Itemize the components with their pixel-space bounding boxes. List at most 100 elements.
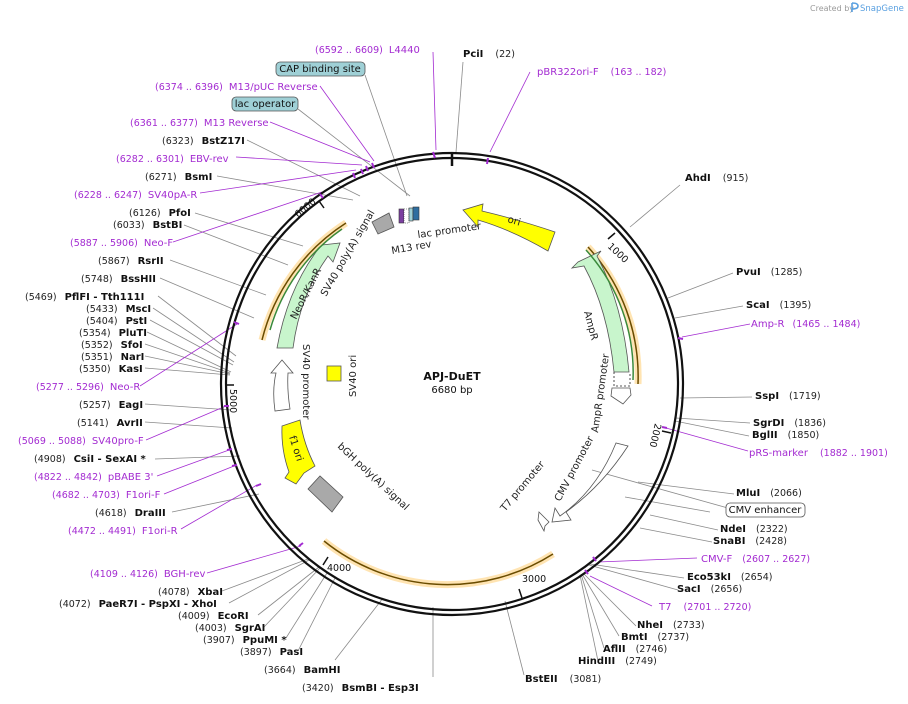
credit-text: Created by <box>810 4 854 13</box>
enzyme-label-23: (4072)PaeR7I - PspXI - XhoI <box>59 599 217 610</box>
enzyme-label-17: (3420)BsmBI - Esp3I <box>302 683 419 694</box>
enzyme-pos: (6033) <box>113 220 145 231</box>
primer-pos: (5887 .. 5906) <box>70 238 138 249</box>
primer-pos: (1465 .. 1484) <box>793 319 861 330</box>
cmv-enhancer-box[interactable]: CMV enhancer <box>725 502 806 518</box>
leader-line-36 <box>157 295 237 357</box>
leader-line-29 <box>144 403 232 411</box>
enzyme-pos: (2733) <box>673 620 705 631</box>
leader-line-35 <box>152 307 235 363</box>
leader-line-43 <box>364 74 408 197</box>
sv40-promoter-feature[interactable] <box>270 359 294 412</box>
t7-promoter-label: T7 promoter <box>498 459 548 515</box>
enzyme-label-32: (5354)PluTI <box>79 328 147 339</box>
enzyme-name: BsmI <box>185 172 213 183</box>
lac-promoter-feature[interactable] <box>412 206 420 221</box>
enzyme-name: CsiI - SexAI * <box>74 454 147 465</box>
leader-line-39 <box>183 224 289 266</box>
leader-line-54 <box>145 405 227 441</box>
primer-name: EBV-rev <box>190 154 229 165</box>
leader-line-50 <box>235 156 363 166</box>
leader-line-57 <box>180 484 258 530</box>
enzyme-pos: (5469) <box>25 292 57 303</box>
lac-promoter-label: lac promoter <box>417 221 483 241</box>
enzyme-pos: (1395) <box>780 300 812 311</box>
leader-line-13 <box>582 572 637 627</box>
f1-ori-feature[interactable] <box>281 419 316 485</box>
primer-name: pBR322ori-F <box>537 67 599 78</box>
primer-marks <box>224 151 684 575</box>
leader-line-11 <box>589 563 685 579</box>
bgh-polya-feature[interactable] <box>307 475 344 513</box>
enzyme-pos: (2322) <box>756 524 788 535</box>
bgh-polya-label: bGH poly(A) signal <box>335 441 411 513</box>
cap-site-feature[interactable] <box>408 207 414 222</box>
leader-line-16 <box>579 574 599 662</box>
m13-rev-label: M13 rev <box>391 239 433 257</box>
m13-rev-feature[interactable] <box>398 208 405 224</box>
sv40-promoter-label: SV40 promoter <box>300 344 311 420</box>
enzyme-name: SgrDI <box>753 418 784 429</box>
leader-line-1 <box>629 184 681 228</box>
enzyme-label-37: (5867)RsrII <box>98 256 164 267</box>
enzyme-pos: (3081) <box>570 674 602 685</box>
enzyme-name: PpuMI * <box>243 635 288 646</box>
primer-label-5: (6228 .. 6247)SV40pA-R <box>74 190 197 201</box>
primer-pos: (4682 .. 4703) <box>52 490 120 501</box>
primer-pos: (5277 .. 5296) <box>36 382 104 393</box>
ampr-promoter-label: AmpR promoter <box>590 352 612 433</box>
neor-kanr-feature[interactable] <box>276 242 341 349</box>
enzyme-pos: (915) <box>723 173 749 184</box>
sv40-ori-feature[interactable] <box>326 365 342 382</box>
enzyme-name: BssHII <box>121 274 156 285</box>
enzyme-name: EcoRI <box>218 611 249 622</box>
sv40-polya-feature[interactable] <box>371 212 395 235</box>
primer-pos: (6228 .. 6247) <box>74 190 142 201</box>
enzyme-name: SnaBI <box>713 536 745 547</box>
cap-binding-site-label: CAP binding site <box>279 64 361 75</box>
enzyme-pos: (6126) <box>129 208 161 219</box>
primer-label-13: Amp-R(1465 .. 1484) <box>751 319 860 330</box>
enzyme-pos: (5433) <box>86 304 118 315</box>
enzyme-name: EagI <box>119 400 143 411</box>
leader-line-6 <box>674 420 750 437</box>
enzyme-label-8: NdeI(2322) <box>720 524 788 535</box>
leader-line-59 <box>681 323 751 338</box>
primer-pos: (163 .. 182) <box>611 67 667 78</box>
enzyme-label-1: AhdI(915) <box>685 173 748 184</box>
leader-line-55 <box>156 449 230 477</box>
enzyme-label-30: (5351)NarI <box>81 352 144 363</box>
enzyme-name: HindIII <box>578 656 615 667</box>
ori-feature[interactable] <box>462 203 556 252</box>
primer-label-8: (5069 .. 5088)SV40pro-F <box>18 436 144 447</box>
primer-label-3: (6361 .. 6377)M13 Reverse <box>130 118 269 129</box>
enzyme-label-0: PciI(22) <box>463 49 515 60</box>
tick-1000: 1000 <box>605 241 630 266</box>
lac-operator-box[interactable]: lac operator <box>231 96 299 112</box>
enzyme-pos: (22) <box>495 49 515 60</box>
tick-5000: 5000 <box>227 389 238 413</box>
enzyme-name: NarI <box>121 352 145 363</box>
enzyme-name: MscI <box>126 304 152 315</box>
leader-line-26 <box>171 493 260 513</box>
enzyme-name: SgrAI <box>235 623 266 634</box>
enzyme-label-39: (6126)PfoI <box>129 208 191 219</box>
lac-operator-feature[interactable] <box>403 208 410 224</box>
enzyme-name: Eco53kI <box>687 572 731 583</box>
primer-pos: (6361 .. 6377) <box>130 118 198 129</box>
enzyme-name: BstEII <box>525 674 558 685</box>
snapgene-logo-icon <box>851 2 859 12</box>
enzyme-name: NheI <box>637 620 663 631</box>
enzyme-name: BglII <box>752 430 778 441</box>
t7-promoter-feature[interactable] <box>537 511 550 533</box>
cmv-promoter-feature[interactable] <box>551 442 629 523</box>
enzyme-label-41: (6323)BstZ17I <box>162 136 245 147</box>
leader-line-44 <box>297 108 411 197</box>
enzyme-label-4: SspI(1719) <box>755 391 821 402</box>
cap-binding-site-box[interactable]: CAP binding site <box>275 61 366 77</box>
ampr-promoter-feature[interactable] <box>610 387 632 405</box>
leader-line-46 <box>432 51 437 151</box>
neor-strand-line <box>269 228 343 331</box>
primer-pos: (4109 .. 4126) <box>90 569 158 580</box>
enzyme-pos: (2428) <box>755 536 787 547</box>
